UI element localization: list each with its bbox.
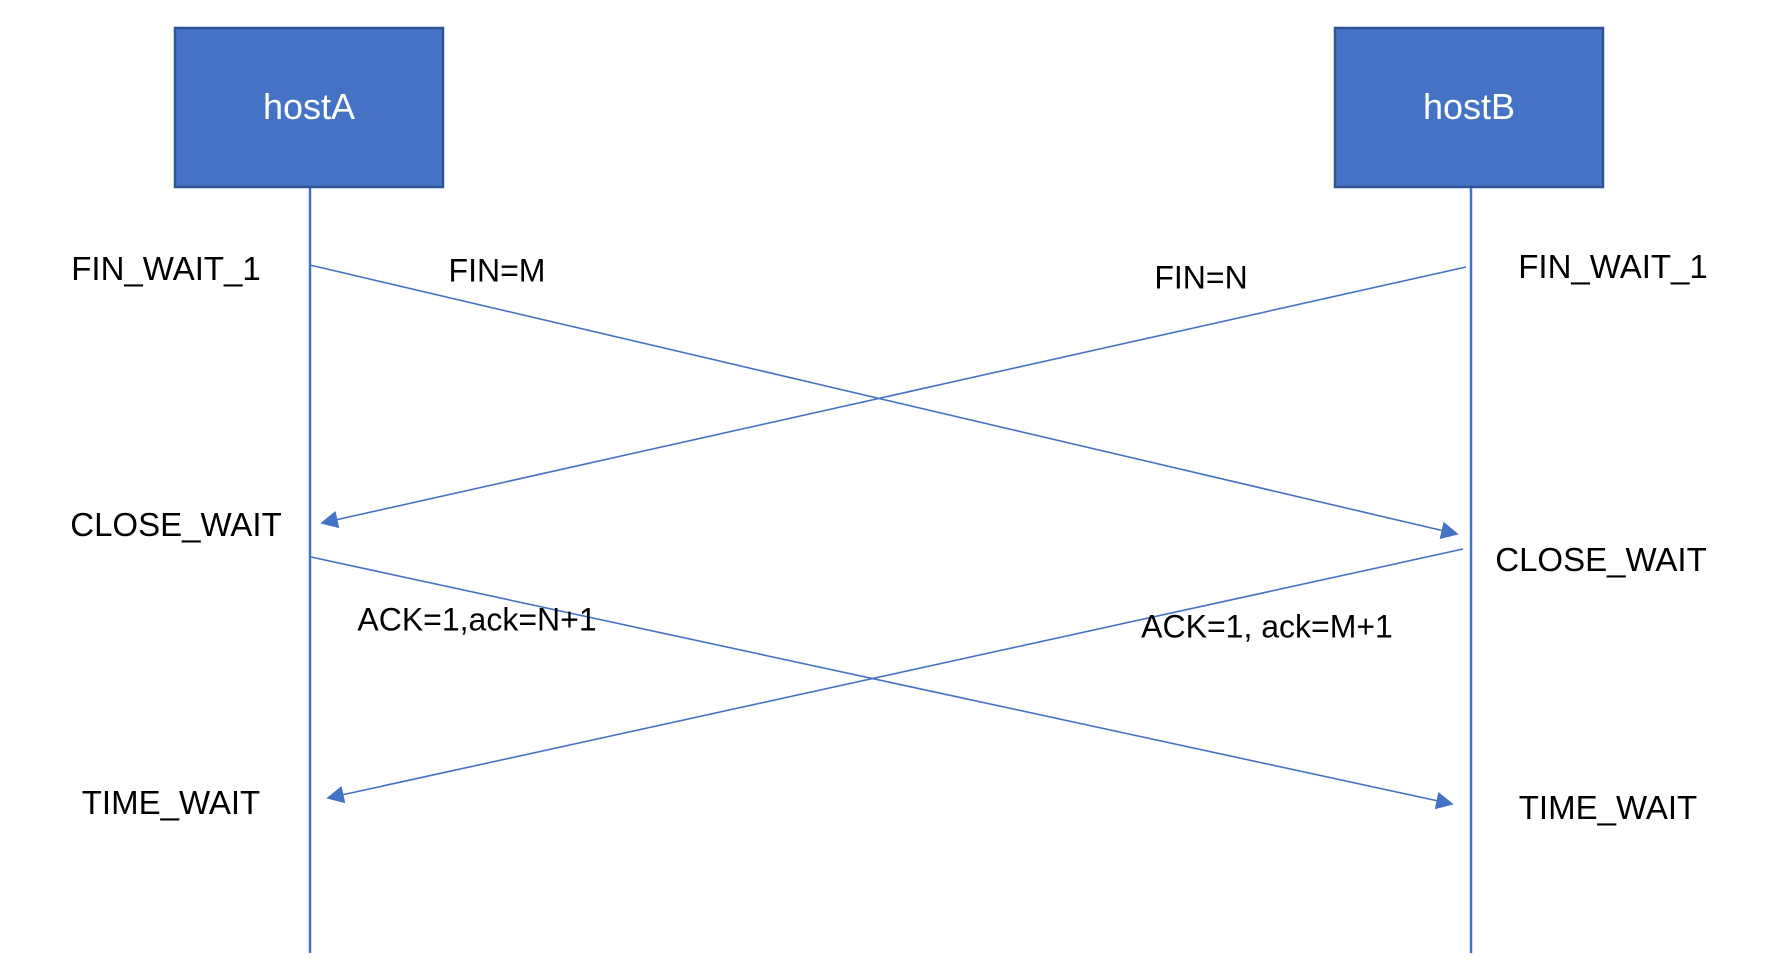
- hostB-state-time-wait: TIME_WAIT: [1518, 788, 1698, 826]
- hostA-title: hostA: [262, 86, 356, 127]
- hostA-state-fin-wait-1: FIN_WAIT_1: [71, 249, 261, 287]
- arrow-ack-m-plus-1: [326, 548, 1464, 804]
- message-label-ack-n-plus-1: ACK=1,ack=N+1: [357, 601, 597, 638]
- hostB-box: [1333, 26, 1605, 189]
- hostA-state-time-wait: TIME_WAIT: [81, 783, 261, 821]
- arrow-fin-m: [309, 264, 1459, 539]
- message-label-fin-n: FIN=N: [1154, 259, 1248, 296]
- hostB-title: hostB: [1422, 86, 1516, 127]
- hostA-state-close-wait: CLOSE_WAIT: [70, 505, 282, 543]
- arrow-ack-n-plus-1: [310, 556, 1454, 810]
- message-label-fin-m: FIN=M: [448, 252, 546, 289]
- message-label-ack-m-plus-1: ACK=1, ack=M+1: [1141, 608, 1393, 645]
- hostB-state-close-wait: CLOSE_WAIT: [1495, 540, 1707, 578]
- hostA-box: [173, 26, 445, 189]
- hostB-state-fin-wait-1: FIN_WAIT_1: [1518, 247, 1708, 285]
- arrow-fin-n: [320, 266, 1467, 529]
